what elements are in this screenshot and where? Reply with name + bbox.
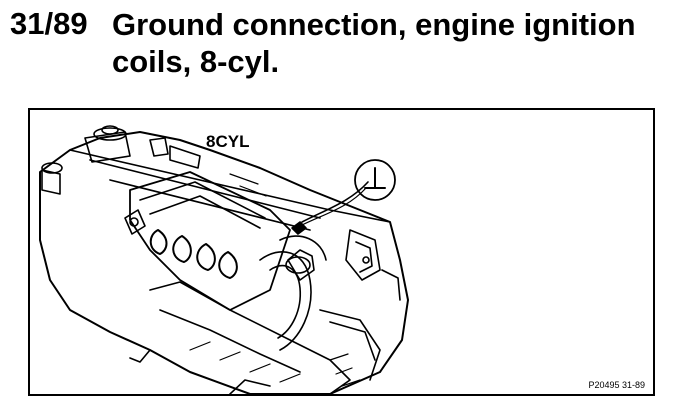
- engine-drawing: [39, 125, 409, 394]
- figure-code: P20495 31-89: [588, 380, 645, 390]
- section-number: 31/89: [10, 6, 88, 41]
- engine-illustration: 8CYL P20495 31-89: [28, 108, 655, 396]
- variant-label: 8CYL: [206, 132, 250, 151]
- page-title: Ground connection, engine ignition coils…: [112, 7, 636, 79]
